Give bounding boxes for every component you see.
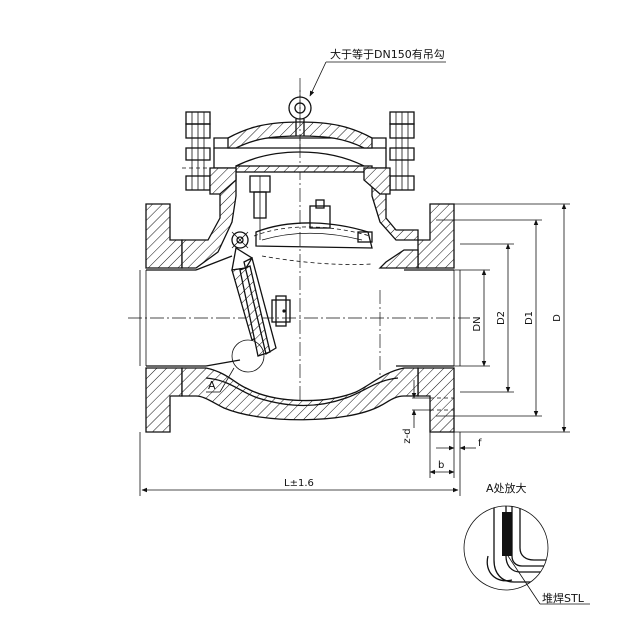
dim-b: b <box>438 460 444 471</box>
detail-a-title: A处放大 <box>486 481 527 495</box>
lifting-note-text: 大于等于DN150有吊勾 <box>330 47 445 61</box>
disc-assembly <box>231 175 373 373</box>
detail-callout-label: A <box>208 379 216 392</box>
dim-f: f <box>478 438 482 449</box>
dim-d: D <box>552 314 563 322</box>
left-bolt <box>182 111 237 195</box>
detail-callout: A <box>206 367 235 393</box>
bolt-hole-dimension: z-d <box>402 380 454 444</box>
length-dimension: L±1.6 <box>139 432 461 496</box>
detail-a-view: A处放大 堆焊STL <box>463 481 590 605</box>
weld-overlay-label: 堆焊STL <box>542 591 585 605</box>
lifting-eye <box>288 90 312 150</box>
dim-dn: DN <box>472 316 483 331</box>
dim-length: L±1.6 <box>284 478 314 489</box>
face-dimensions: f b <box>429 432 482 478</box>
left-flange <box>139 203 183 433</box>
dimensions-vertical: DN D2 D1 D <box>436 203 570 433</box>
dim-d1: D1 <box>524 311 535 325</box>
lifting-note: 大于等于DN150有吊勾 <box>309 47 446 97</box>
right-bolt <box>363 111 415 195</box>
dim-d2: D2 <box>496 311 507 325</box>
dim-zd: z-d <box>402 428 413 443</box>
